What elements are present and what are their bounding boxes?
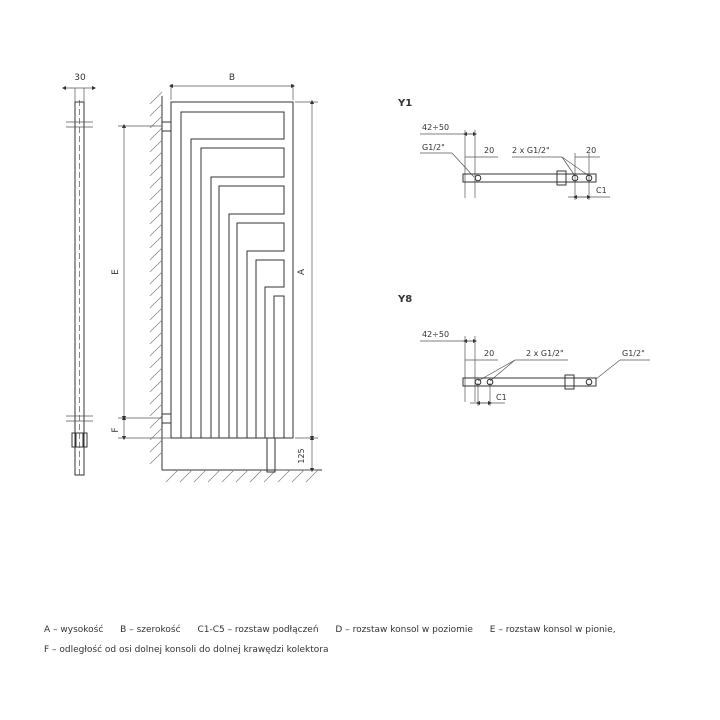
- y8-dim-c1: C1: [496, 393, 507, 402]
- legend-line-1: A – wysokość B – szerokość C1-C5 – rozst…: [44, 620, 704, 640]
- dim-e: E: [111, 269, 121, 275]
- dim-125: 125: [297, 448, 306, 463]
- legend-item-c: C1-C5 – rozstaw podłączeń: [197, 625, 319, 635]
- detail-y1: Y1 42÷50 G1/2" 20 2 x G1/2" 20: [397, 98, 610, 200]
- dim-f: F: [111, 427, 121, 432]
- front-view: B A 125 E F: [111, 73, 322, 483]
- detail-y8: Y8 42÷50 20 2 x G1/2" G1/2" C1: [397, 294, 650, 406]
- side-view: 30: [61, 73, 97, 478]
- y1-label-inlet: G1/2": [422, 143, 445, 152]
- y1-label-double: 2 x G1/2": [512, 146, 550, 155]
- y8-label-outlet: G1/2": [622, 349, 645, 358]
- legend-item-a: A – wysokość: [44, 625, 104, 635]
- y8-dim-range: 42÷50: [422, 330, 449, 339]
- dim-a: A: [297, 268, 307, 275]
- y8-dim-20: 20: [484, 349, 494, 358]
- legend: A – wysokość B – szerokość C1-C5 – rozst…: [44, 620, 704, 660]
- y1-dim-range: 42÷50: [422, 123, 449, 132]
- legend-item-d: D – rozstaw konsol w poziomie: [335, 625, 473, 635]
- y1-dim-20-left: 20: [484, 146, 494, 155]
- side-dim-width: 30: [74, 73, 86, 83]
- y8-title: Y8: [397, 294, 412, 305]
- y1-title: Y1: [397, 98, 412, 109]
- y1-dim-c1: C1: [596, 186, 607, 195]
- dim-b: B: [229, 73, 235, 83]
- y8-label-double: 2 x G1/2": [526, 349, 564, 358]
- legend-item-b: B – szerokość: [120, 625, 181, 635]
- y1-dim-20-right: 20: [586, 146, 596, 155]
- legend-item-e: E – rozstaw konsol w pionie,: [489, 625, 616, 635]
- legend-line-2: F – odległość od osi dolnej konsoli do d…: [44, 645, 329, 655]
- wall-hatch: [149, 91, 322, 483]
